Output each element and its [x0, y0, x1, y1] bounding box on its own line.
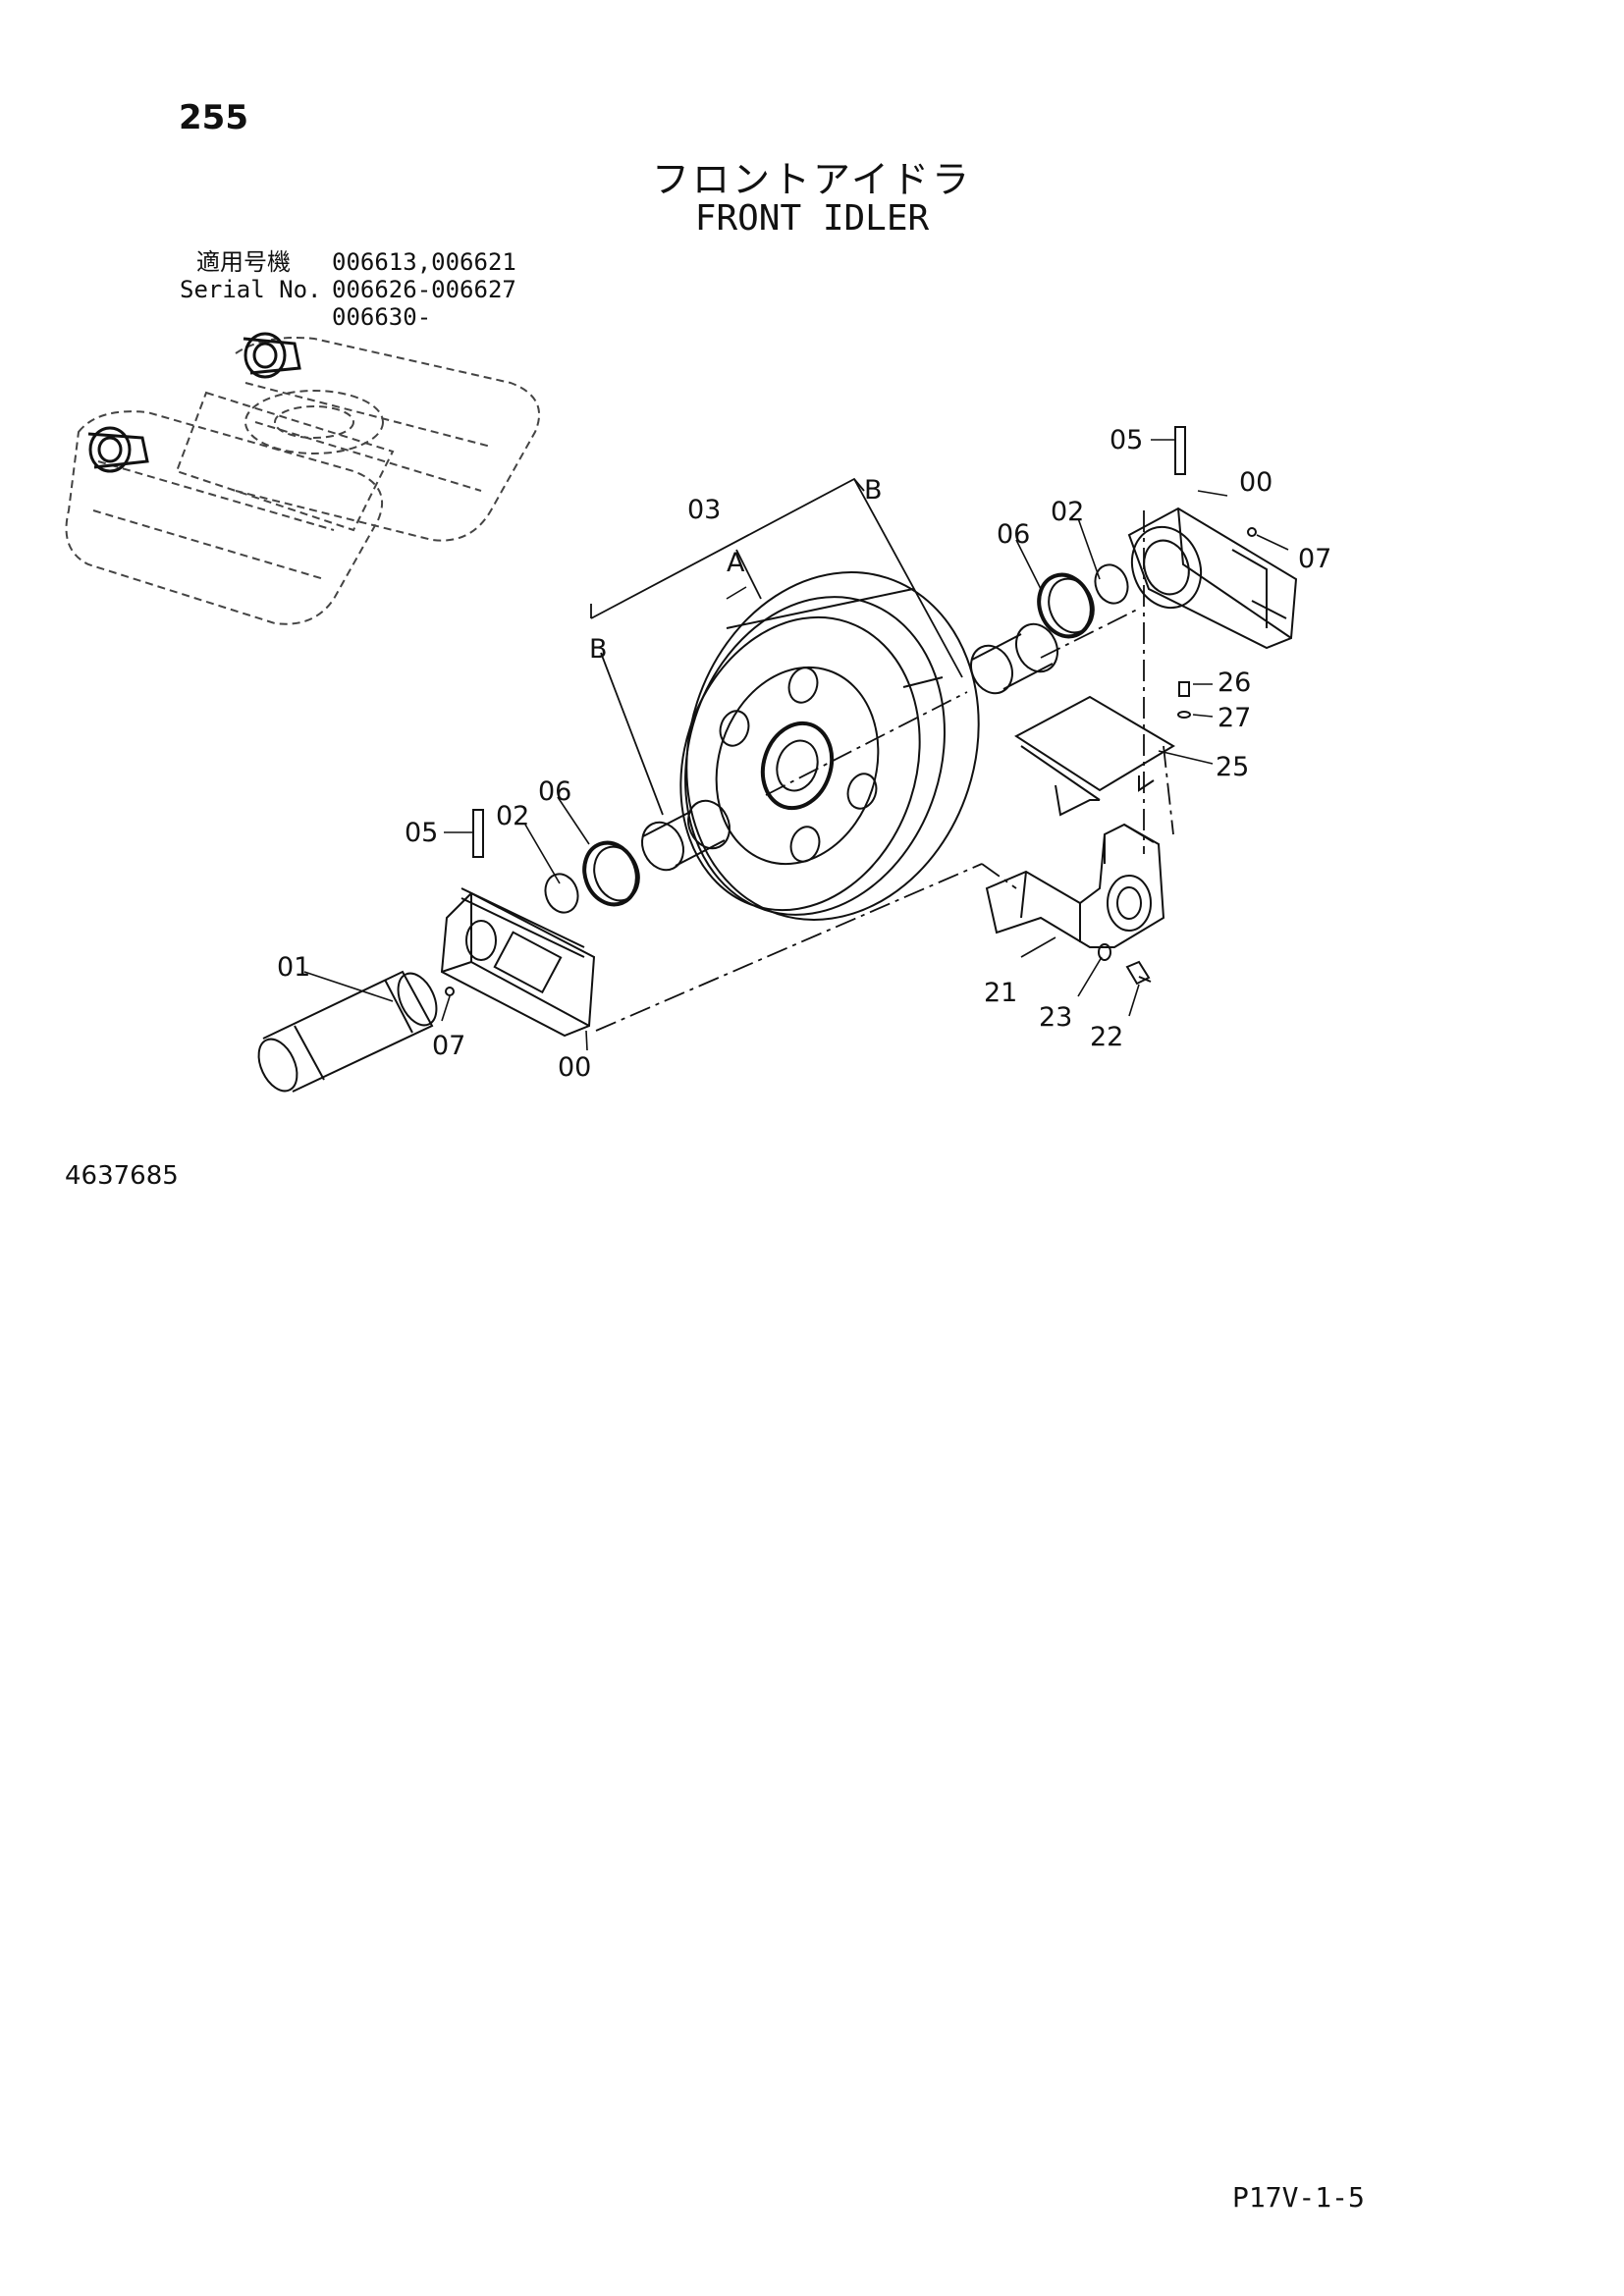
idler-highlight-icon: [87, 332, 301, 473]
callout-00-right: 00: [1239, 467, 1272, 498]
shaft-part-01: [257, 970, 438, 1093]
callout-05-right: 05: [1110, 425, 1143, 455]
callout-07-left: 07: [432, 1031, 465, 1061]
callout-26: 26: [1218, 667, 1251, 698]
drawing-number: 4637685: [65, 1161, 179, 1191]
serial-value: 006613,006621: [332, 248, 516, 276]
grouping-brackets: [590, 477, 963, 816]
callout-02-left: 02: [496, 801, 529, 831]
callout-21: 21: [984, 978, 1017, 1008]
pin-right-part-05: [1174, 426, 1186, 475]
callout-25: 25: [1216, 752, 1249, 782]
callout-01: 01: [277, 952, 310, 983]
idler-wheel-part-03: [679, 571, 980, 921]
yoke-bracket-part-21: [985, 823, 1165, 948]
bushing-left-part-06: [641, 799, 731, 872]
housing-left-part-00: [440, 887, 596, 1038]
washer-part-27: [1177, 711, 1191, 719]
bushing-right-part-06: [970, 622, 1058, 695]
serial-value: 006626-006627: [332, 276, 516, 303]
callout-b-top: B: [864, 475, 883, 506]
callout-06-right: 06: [997, 519, 1030, 550]
callout-03: 03: [687, 495, 721, 525]
page-code: P17V-1-5: [1232, 2181, 1365, 2214]
page-number: 255: [179, 98, 248, 137]
bolt-part-26: [1178, 681, 1190, 697]
title-english: FRONT IDLER: [694, 198, 930, 239]
callout-00-left: 00: [558, 1052, 591, 1083]
o-ring-left-part-02: [544, 873, 579, 914]
callout-06-left: 06: [538, 776, 571, 807]
o-ring-right-part-02: [1094, 563, 1129, 605]
seal-right: [1037, 572, 1095, 639]
callout-22: 22: [1090, 1022, 1123, 1052]
callout-02-right: 02: [1051, 497, 1084, 527]
callout-27: 27: [1218, 703, 1251, 733]
washer-part-23: [1098, 943, 1111, 961]
callout-a: A: [727, 548, 745, 578]
undercarriage-overview-image: [65, 337, 540, 625]
callout-05-left: 05: [405, 818, 438, 848]
serial-label-japanese: 適用号機: [196, 248, 291, 276]
seal-left: [582, 840, 640, 907]
bolt-part-22: [1125, 960, 1152, 986]
leader-lines: [303, 439, 1289, 1051]
small-pin-part-07: [445, 527, 1257, 996]
callout-07-right: 07: [1298, 544, 1331, 574]
cover-plate-part-25: [1014, 695, 1175, 817]
callout-23: 23: [1039, 1002, 1072, 1033]
serial-value: 006630-: [332, 303, 432, 331]
callout-b-left: B: [589, 634, 608, 665]
serial-label-english: Serial No.: [180, 276, 322, 303]
title-japanese: フロントアイドラ: [651, 158, 973, 201]
housing-right-part-00: [1127, 507, 1298, 650]
pin-left-part-05: [472, 809, 484, 858]
